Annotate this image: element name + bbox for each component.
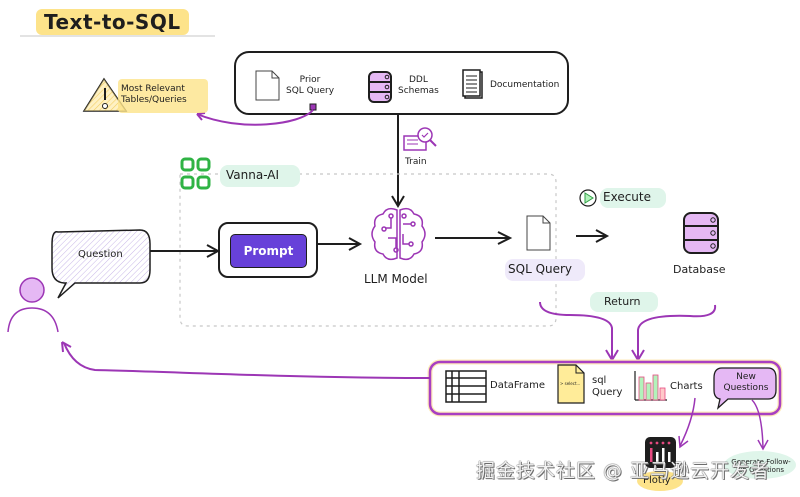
vanna-ai-region bbox=[179, 173, 557, 327]
new-questions-bubble bbox=[713, 367, 777, 410]
watermark-text: 掘金技术社区 @ 亚马逊云开发者 bbox=[476, 460, 771, 482]
database-icon bbox=[368, 71, 392, 103]
source-ddl-schemas: DDL Schemas bbox=[398, 75, 439, 97]
new-questions-line1: New bbox=[736, 372, 756, 382]
llm-brain-icon bbox=[371, 207, 426, 261]
execute-highlight bbox=[600, 188, 666, 208]
followup-questions-label: Generate Follow-up Questions bbox=[731, 458, 791, 474]
warning-highlight bbox=[118, 79, 208, 113]
warning-note-line1: Most Relevant bbox=[121, 84, 185, 94]
source-label-line1: DDL bbox=[409, 75, 428, 85]
plotly-highlight bbox=[637, 471, 683, 491]
charts-label: Charts bbox=[670, 381, 703, 392]
sql-file-text: > select... bbox=[560, 381, 581, 386]
source-documentation: Documentation bbox=[490, 80, 559, 91]
retrieval-arrow bbox=[196, 109, 314, 126]
execute-play-icon bbox=[579, 189, 597, 207]
llm-model-label: LLM Model bbox=[364, 272, 428, 286]
sql-output-line1: sql bbox=[592, 375, 607, 386]
sql-file-icon bbox=[557, 364, 585, 404]
followup-arrow bbox=[751, 399, 764, 449]
new-questions-label: New Questions bbox=[718, 372, 774, 394]
followup-highlight bbox=[724, 451, 796, 479]
source-prior-sql: Prior SQL Query bbox=[286, 75, 334, 97]
prompt-button[interactable]: Prompt bbox=[230, 234, 307, 268]
warning-note: Most Relevant Tables/Queries bbox=[121, 84, 187, 106]
return-arrow-database bbox=[637, 304, 717, 358]
plotly-logo-icon bbox=[645, 437, 676, 468]
database-label: Database bbox=[673, 263, 726, 276]
return-highlight bbox=[590, 292, 658, 312]
warning-icon bbox=[82, 77, 128, 112]
user-icon bbox=[7, 277, 59, 333]
return-arrow-sql bbox=[539, 301, 613, 358]
train-icon bbox=[403, 127, 437, 151]
question-label: Question bbox=[78, 249, 123, 260]
execute-label: Execute bbox=[603, 190, 651, 204]
answer-arrow bbox=[63, 342, 431, 379]
documentation-icon bbox=[462, 69, 483, 99]
dataframe-table-icon bbox=[445, 370, 487, 403]
train-label: Train bbox=[405, 157, 427, 167]
title-text: Text-to-SQL bbox=[36, 9, 189, 35]
dataframe-label: DataFrame bbox=[490, 380, 546, 391]
source-label-line1: Documentation bbox=[490, 80, 560, 90]
vanna-highlight bbox=[220, 165, 300, 187]
prompt-label: Prompt bbox=[243, 244, 294, 258]
sql-output-label: sql Query bbox=[592, 375, 622, 399]
training-sources-box bbox=[234, 51, 569, 115]
source-label-line2: Schemas bbox=[398, 86, 439, 96]
diagram-title: Text-to-SQL bbox=[36, 9, 189, 35]
source-label-line2: SQL Query bbox=[286, 86, 335, 96]
sql-query-document-icon bbox=[526, 215, 551, 251]
document-icon bbox=[255, 70, 280, 101]
new-questions-line2: Questions bbox=[723, 383, 769, 393]
return-label: Return bbox=[604, 295, 641, 308]
bar-chart-icon bbox=[634, 371, 667, 401]
source-label-line1: Prior bbox=[299, 75, 321, 85]
sql-query-highlight bbox=[505, 259, 585, 281]
outputs-box bbox=[428, 360, 782, 416]
warning-note-line2: Tables/Queries bbox=[121, 95, 187, 105]
sql-output-line2: Query bbox=[592, 387, 623, 398]
connector-handle bbox=[309, 103, 317, 111]
plotly-arrow bbox=[679, 397, 696, 447]
vanna-ai-label: Vanna-AI bbox=[226, 168, 280, 182]
vanna-logo-icon bbox=[180, 157, 211, 190]
database-icon bbox=[683, 212, 719, 254]
plotly-label: Plotly bbox=[643, 475, 671, 486]
sql-query-label: SQL Query bbox=[508, 262, 573, 276]
question-bubble bbox=[51, 229, 151, 299]
